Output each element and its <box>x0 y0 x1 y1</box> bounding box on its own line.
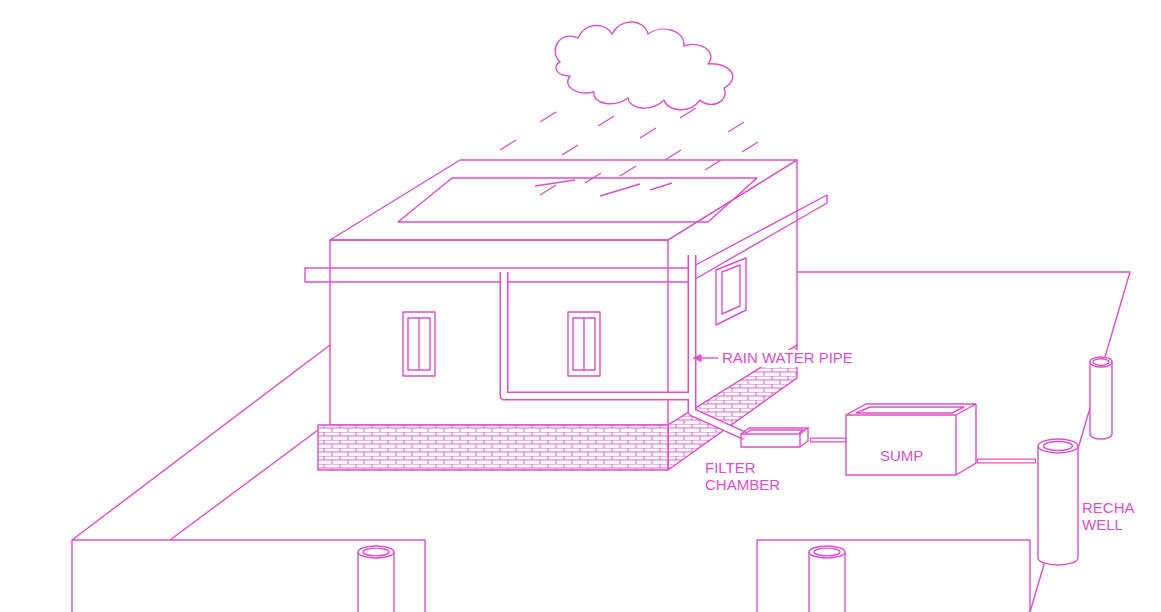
roof <box>330 160 797 240</box>
cloud <box>555 22 733 110</box>
pipe-bore <box>811 439 845 441</box>
recharge-well-outline <box>1036 436 1158 562</box>
leader-arrowhead <box>694 355 701 361</box>
node-label: FILTER CHAMBER <box>705 460 795 493</box>
roof-skylight <box>398 178 757 222</box>
brick-plinth <box>318 425 668 470</box>
eave <box>305 195 827 282</box>
well-symbol <box>358 546 394 612</box>
rain-streaks <box>500 108 758 195</box>
well-symbol <box>1090 357 1112 439</box>
recharge-well: RECHA WELL <box>1036 436 1158 562</box>
pipe-connector <box>810 438 846 443</box>
part-label: RAIN WATER PIPE <box>720 350 855 367</box>
ground-plot <box>72 272 1130 612</box>
pipe-connector <box>977 459 1036 464</box>
well-symbol <box>809 546 845 612</box>
node-label: SUMP <box>880 448 940 465</box>
rain-water-pipe <box>504 255 745 436</box>
recharge-wells <box>358 357 1112 612</box>
pipe-bore <box>978 460 1035 462</box>
filter-chamber: FILTER CHAMBER <box>704 426 810 508</box>
sump-tank-outline <box>846 403 977 476</box>
node-label: RECHA WELL <box>1082 500 1154 533</box>
roof-glare <box>535 180 672 196</box>
sump-tank: SUMP <box>846 403 977 476</box>
